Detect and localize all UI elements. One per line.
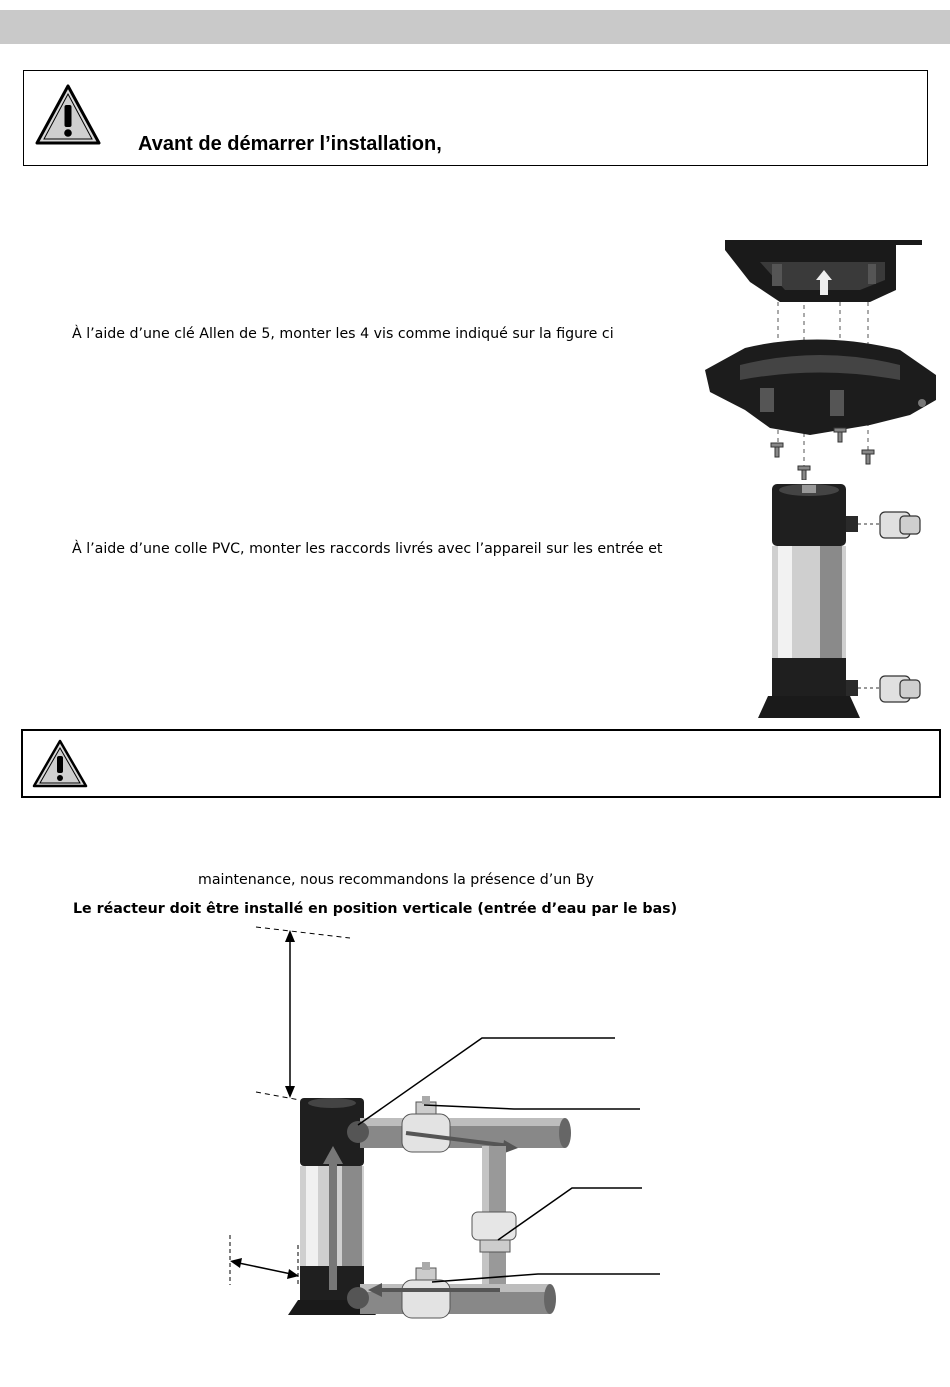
warning-triangle-icon bbox=[35, 84, 101, 145]
warning-box-top: Avant de démarrer l’installation, bbox=[23, 70, 928, 166]
header-bar bbox=[0, 10, 950, 44]
step-fittings-text: À l’aide d’une colle PVC, monter les rac… bbox=[72, 541, 663, 557]
vertical-install-note: Le réacteur doit être installé en positi… bbox=[73, 901, 678, 917]
warning-triangle-icon bbox=[32, 739, 88, 788]
installation-diagram bbox=[229, 926, 660, 1319]
reactor-fittings-illustration bbox=[758, 484, 921, 718]
bypass-text: maintenance, nous recommandons la présen… bbox=[198, 872, 594, 888]
warning-box-bottom bbox=[21, 729, 941, 798]
step-screws-text: À l’aide d’une clé Allen de 5, monter le… bbox=[72, 326, 614, 342]
warning-title: Avant de démarrer l’installation, bbox=[138, 133, 442, 155]
base-plate-illustration bbox=[705, 240, 936, 480]
